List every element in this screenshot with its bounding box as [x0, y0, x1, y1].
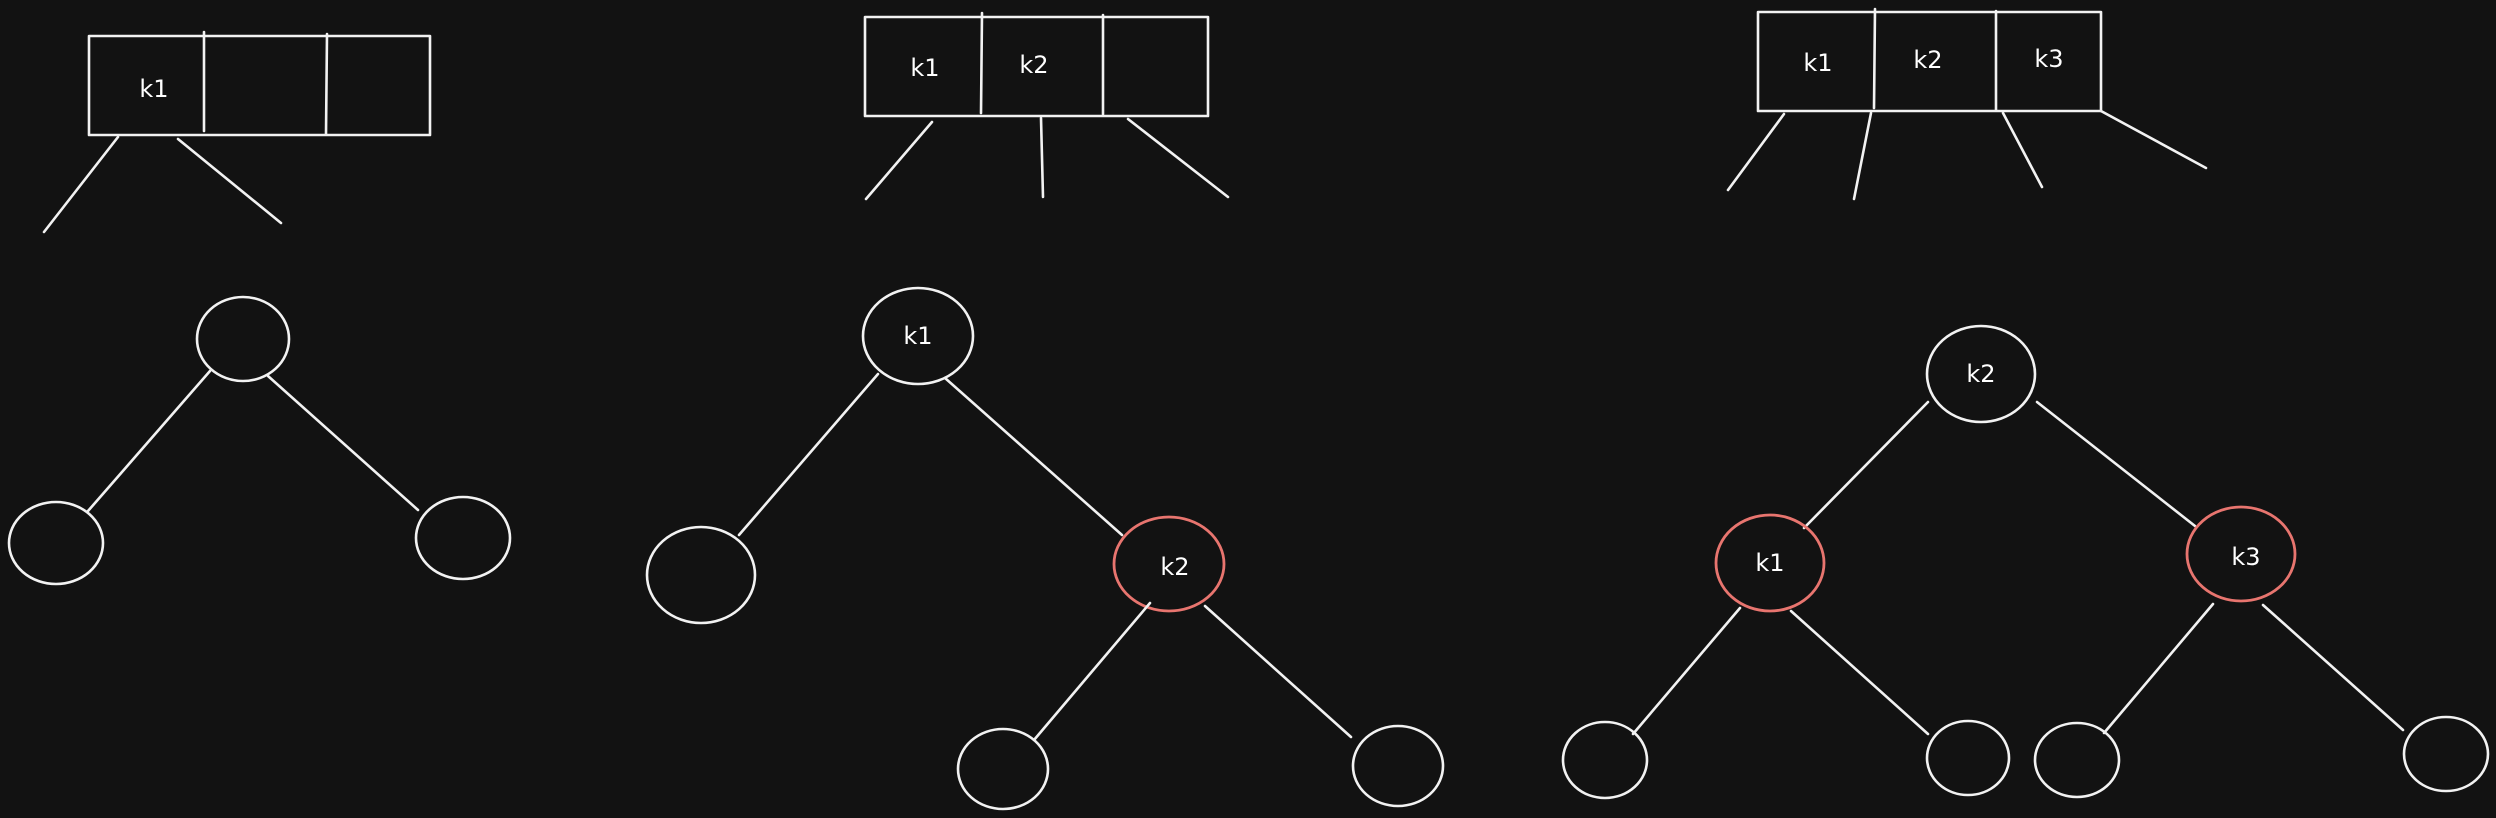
btree-key-2: k2 — [1019, 51, 1048, 79]
rb-leaf-nil — [2033, 721, 2121, 799]
rb-edge — [1789, 609, 1930, 736]
rb-node-red — [1714, 513, 1826, 613]
rb-edge — [1802, 400, 1930, 530]
rb-edge — [2261, 603, 2405, 732]
btree-key-2: k2 — [1913, 46, 1942, 74]
rb-node-key: k1 — [903, 322, 932, 350]
rb-edge — [737, 372, 880, 537]
btree-child-pointer — [1039, 116, 1045, 199]
btree-key-1: k1 — [910, 54, 939, 82]
rb-edge — [266, 374, 420, 512]
rb-edge — [1631, 606, 1742, 736]
btree-child-pointer — [2099, 109, 2208, 170]
rb-edge — [943, 376, 1124, 537]
btree-key-3: k3 — [2034, 45, 2063, 73]
rb-leaf-nil — [645, 525, 757, 625]
rb-node-key: k3 — [2231, 543, 2260, 571]
rb-node-black — [861, 286, 975, 386]
rb-leaf-nil — [7, 500, 105, 586]
btree-child-pointer — [42, 135, 120, 234]
rb-leaf-nil — [414, 495, 512, 581]
btree-divider — [1872, 7, 1877, 110]
rbtree-two-nodes: k1 k2 — [645, 286, 1445, 811]
rb-edge — [2102, 602, 2215, 735]
btree-child-pointer — [864, 120, 934, 201]
rb-leaf-nil — [1561, 720, 1649, 800]
btree-child-pointer — [2001, 111, 2044, 189]
rb-node-key: k2 — [1160, 553, 1189, 581]
btree-node-two-keys: k1 k2 — [863, 11, 1230, 201]
btree-node-box — [863, 15, 1210, 118]
btree-divider — [979, 11, 984, 115]
rb-edge — [2035, 400, 2197, 528]
rb-edge — [1032, 601, 1152, 742]
rb-node-black — [195, 295, 291, 383]
rbtree-empty-root — [7, 295, 512, 586]
rb-edge — [1203, 604, 1353, 739]
rb-leaf-nil — [2402, 715, 2490, 793]
btree-node-one-key: k1 — [42, 30, 432, 234]
rb-edge — [86, 369, 212, 513]
btree-node-three-keys: k1 k2 k3 — [1726, 7, 2208, 201]
btree-child-pointer — [1852, 111, 1873, 201]
rbtree-three-nodes: k2 k1 k3 — [1561, 324, 2490, 800]
rb-leaf-nil — [956, 727, 1050, 811]
btree-key-1: k1 — [1803, 49, 1832, 77]
rb-leaf-nil — [1351, 724, 1445, 808]
btree-node-box — [1756, 10, 2103, 113]
rb-node-black — [1925, 324, 2037, 424]
rb-node-red — [2185, 505, 2297, 603]
btree-child-pointer — [176, 137, 283, 225]
btree-child-pointer — [1726, 112, 1786, 192]
rb-node-key: k2 — [1966, 360, 1995, 388]
btree-key-1: k1 — [139, 75, 168, 103]
btree-child-pointer — [1126, 117, 1230, 199]
btree-divider — [324, 32, 329, 136]
btree-node-box — [87, 34, 432, 137]
rb-node-red — [1112, 515, 1226, 613]
rb-leaf-nil — [1925, 719, 2011, 797]
rb-node-key: k1 — [1755, 549, 1784, 577]
